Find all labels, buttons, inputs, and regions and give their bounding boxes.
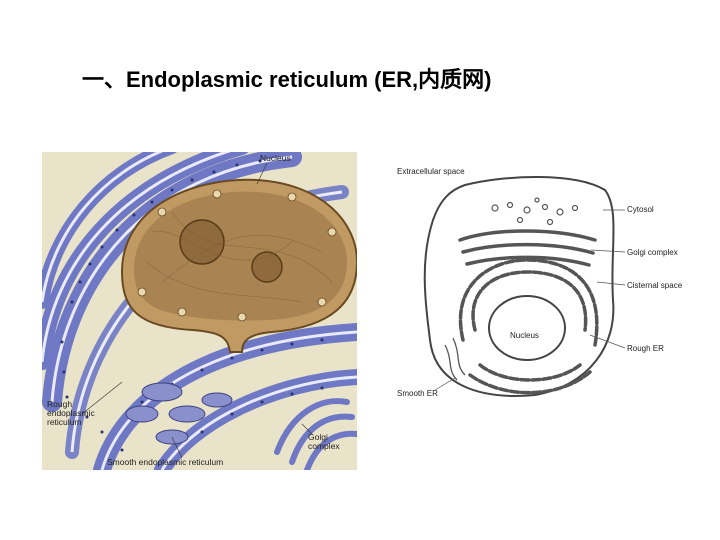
- label-nucleus: Nucleus: [260, 153, 291, 163]
- left-labels: Nucleus Rough endoplasmic reticulum Golg…: [47, 153, 340, 467]
- label-rough-er-2: endoplasmic: [47, 408, 95, 418]
- rough-er-arcs: [458, 258, 599, 395]
- label-smooth-er-right: Smooth ER: [397, 389, 438, 398]
- slide-title: 一、Endoplasmic reticulum (ER,内质网): [82, 67, 492, 92]
- label-cisternal-space: Cisternal space: [627, 281, 683, 290]
- nucleus-shape: [120, 178, 357, 353]
- cell-line-diagram: Extracellular space Cytosol Golgi comple…: [395, 160, 700, 400]
- smooth-er-lines: [444, 337, 466, 381]
- er-illustration-graphic: Nucleus Rough endoplasmic reticulum Golg…: [42, 152, 357, 470]
- label-extracellular: Extracellular space: [397, 167, 465, 176]
- label-golgi-complex: Golgi complex: [627, 248, 678, 257]
- golgi-stacks-line: [458, 229, 597, 267]
- label-rough-er: Rough ER: [627, 344, 664, 353]
- nucleus-outline: [488, 295, 566, 361]
- ribosome-dots: [60, 159, 324, 452]
- label-nucleus-right: Nucleus: [510, 331, 539, 340]
- smooth-er-tubules: [125, 382, 233, 445]
- golgi-stacks: [274, 398, 357, 470]
- er-illustration: Nucleus Rough endoplasmic reticulum Golg…: [42, 152, 357, 470]
- label-smooth-er: Smooth endoplasmic reticulum: [107, 457, 223, 467]
- label-cytosol: Cytosol: [627, 205, 654, 214]
- label-rough-er-1: Rough: [47, 399, 72, 409]
- right-leader-lines: [434, 209, 626, 391]
- label-golgi-1: Golgi: [308, 432, 328, 442]
- label-rough-er-3: reticulum: [47, 417, 81, 427]
- cell-line-diagram-graphic: Extracellular space Cytosol Golgi comple…: [397, 167, 683, 398]
- right-labels: Extracellular space Cytosol Golgi comple…: [397, 167, 683, 398]
- label-golgi-2: complex: [308, 441, 340, 451]
- left-leader-lines: [81, 162, 313, 459]
- vesicles: [491, 197, 579, 226]
